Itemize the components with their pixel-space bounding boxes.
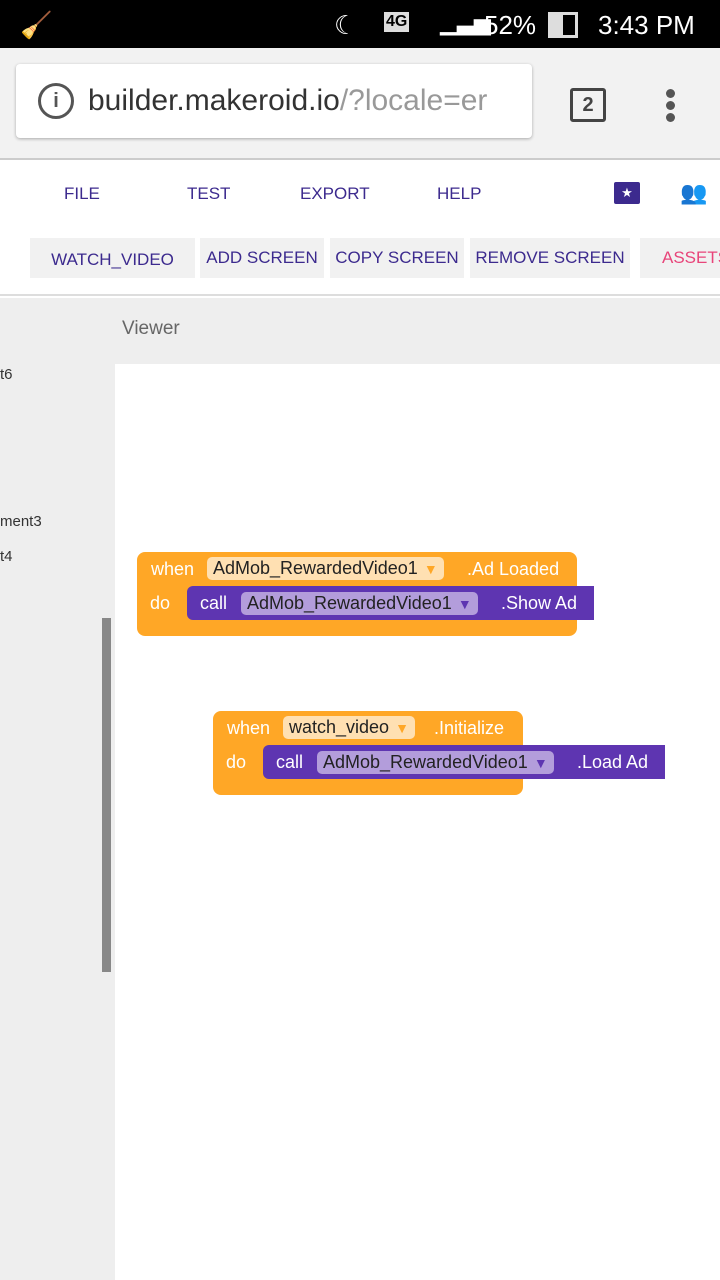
call-label: call — [200, 593, 228, 613]
blocks-sidebar: t6 ment3 t4 — [0, 298, 115, 1280]
sidebar-item[interactable]: t6 — [0, 366, 13, 383]
method-label: .Load Ad — [577, 752, 649, 772]
component-dropdown[interactable]: watch_video▼ — [283, 716, 415, 739]
menu-test[interactable]: TEST — [187, 184, 231, 203]
copy-screen-button[interactable]: COPY SCREEN — [330, 238, 464, 278]
target-dropdown[interactable]: AdMob_RewardedVideo1▼ — [317, 751, 554, 774]
call-block-load-ad[interactable]: call AdMob_RewardedVideo1▼ .Load Ad — [263, 745, 665, 779]
add-screen-button[interactable]: ADD SCREEN — [200, 238, 324, 278]
screen-selector-button[interactable]: WATCH_VIDEO — [30, 238, 195, 278]
remove-screen-button[interactable]: REMOVE SCREEN — [470, 238, 630, 278]
app-menu-bar: FILE TEST EXPORT HELP ★ 👥 WATCH_VIDEO AD… — [0, 160, 720, 296]
address-bar[interactable]: i builder.makeroid.io/?locale=er — [16, 64, 532, 138]
component-dropdown[interactable]: AdMob_RewardedVideo1▼ — [207, 557, 444, 580]
status-bar: 🧹 ☾ 4G ▁▃▅ 52% 3:43 PM — [0, 0, 720, 48]
browser-toolbar: i builder.makeroid.io/?locale=er 2 — [0, 48, 720, 160]
url-path: /?locale=er — [339, 84, 488, 117]
sidebar-item[interactable]: t4 — [0, 548, 13, 565]
url-host: builder.makeroid.io — [88, 84, 340, 117]
tab-switcher-button[interactable]: 2 — [570, 88, 606, 122]
battery-percent: 52% — [484, 10, 537, 40]
event-label: .Initialize — [434, 718, 505, 738]
method-label: .Show Ad — [501, 593, 578, 613]
when-label: when — [151, 559, 195, 579]
battery-icon — [548, 12, 578, 38]
event-label: .Ad Loaded — [467, 559, 560, 579]
call-block-show-ad[interactable]: call AdMob_RewardedVideo1▼ .Show Ad — [187, 586, 594, 620]
projects-folder-icon[interactable]: ★ — [614, 182, 640, 204]
when-label: when — [227, 718, 271, 738]
event-block-ad-loaded[interactable]: when AdMob_RewardedVideo1▼ .Ad Loaded do… — [137, 552, 594, 636]
clock: 3:43 PM — [598, 10, 695, 40]
cleaner-icon: 🧹 — [20, 10, 53, 40]
overflow-menu-icon[interactable] — [666, 86, 680, 125]
viewer-title: Viewer — [122, 318, 180, 339]
assets-button[interactable]: ASSETS — [640, 238, 720, 278]
viewer-header: Viewer — [115, 298, 720, 364]
menu-export[interactable]: EXPORT — [300, 184, 370, 203]
do-label: do — [226, 752, 247, 772]
network-type: 4G — [384, 12, 410, 32]
signal-icon: ▁▃▅ — [440, 10, 491, 35]
people-icon[interactable]: 👥 — [680, 180, 708, 205]
event-block-initialize[interactable]: when watch_video▼ .Initialize do call Ad… — [213, 711, 665, 795]
do-label: do — [150, 593, 171, 613]
menu-file[interactable]: FILE — [64, 184, 100, 203]
sidebar-scrollbar[interactable] — [102, 618, 111, 972]
blocks-workspace[interactable] — [115, 364, 720, 1280]
moon-icon: ☾ — [334, 10, 358, 40]
call-label: call — [276, 752, 304, 772]
target-dropdown[interactable]: AdMob_RewardedVideo1▼ — [241, 592, 478, 615]
menu-help[interactable]: HELP — [437, 184, 482, 203]
sidebar-item[interactable]: ment3 — [0, 513, 42, 530]
info-icon[interactable]: i — [38, 83, 74, 119]
